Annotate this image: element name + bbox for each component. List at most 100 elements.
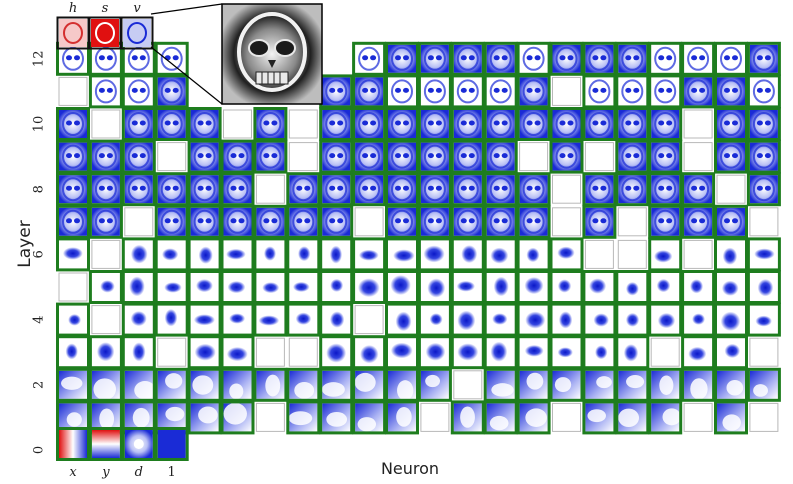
neuron-tile [648,302,683,337]
neuron-tile [582,335,617,370]
neuron-tile [749,337,779,367]
neuron-tile [220,367,255,402]
neuron-tile [187,139,222,174]
neuron-tile [582,400,617,435]
layer-tick-label: 12 [32,51,47,68]
neuron-tile [450,41,485,76]
neuron-tile [483,139,518,174]
neuron-tile [56,172,90,207]
neuron-tile [288,142,318,172]
neuron-tile [483,270,518,304]
neuron-tile [319,139,354,174]
neuron-tile [187,335,222,370]
neuron-tile [319,335,354,370]
neuron-tile [582,204,617,239]
neuron-tile [483,237,518,272]
neuron-tile [582,302,617,337]
neuron-tile [450,107,485,141]
output-zoom-inset [150,3,323,105]
neuron-tile [121,270,156,304]
input-label-s: s [102,1,109,16]
neuron-tile [385,400,419,435]
neuron-tile [286,237,321,272]
neuron-tile [253,237,288,272]
neuron-tile [319,74,354,109]
neuron-tile [483,204,518,239]
neuron-tile [56,204,90,239]
neuron-tile [88,367,123,402]
neuron-tile [648,400,683,435]
neuron-tile [746,139,781,174]
neuron-tile [253,302,288,337]
neuron-tile [516,204,551,239]
neuron-tile [681,74,716,109]
neuron-tile [286,270,321,304]
neuron-tile [615,172,650,207]
neuron-tile [56,237,90,272]
neuron-tile [417,270,452,304]
neuron-tile [615,400,650,435]
neuron-tile [648,107,683,141]
neuron-tile [91,239,121,269]
neuron-tile [187,204,222,239]
neuron-tile [746,41,781,76]
neuron-tile [286,302,321,337]
neuron-tile [157,337,187,367]
neuron-tile [253,270,288,304]
neuron-tile [220,172,255,207]
neuron-tile [483,400,518,435]
neuron-tile [746,270,781,304]
neuron-tile [255,402,285,432]
neuron-tile [450,172,485,207]
neuron-tile [483,302,518,337]
neuron-tile [617,207,647,237]
neuron-tile [450,302,485,337]
input-neuron-d [121,427,156,461]
neuron-tile [223,109,252,139]
neuron-tile [319,367,354,402]
neuron-tile [220,237,255,272]
neuron-tile [385,139,419,174]
neuron-tile [352,74,387,109]
neuron-tile [354,305,384,335]
neuron-tile [681,172,716,207]
neuron-tile [288,109,318,139]
neuron-tile [417,172,452,207]
neuron-tile [417,237,452,272]
input-label-d: d [135,465,143,480]
neuron-tile [453,370,483,400]
neuron-tile [417,107,452,141]
neuron-tile [220,139,255,174]
neuron-tile [187,237,222,272]
neuron-tile [220,270,255,304]
neuron-tile [352,400,387,435]
input-neuron-y [88,427,123,461]
neuron-tile [714,270,748,304]
neuron-tile [683,402,713,432]
neuron-tile [749,207,779,237]
neuron-tile [385,367,419,402]
neuron-tile [582,270,617,304]
neuron-tile [385,335,419,370]
input-neuron-h [56,16,90,50]
neuron-tile [450,74,485,109]
neuron-tile [187,302,222,337]
neuron-tile [714,302,748,337]
neuron-tile [319,302,354,337]
neuron-tile [648,41,683,76]
neuron-tile [648,172,683,207]
neuron-tile [714,335,748,370]
neuron-tile [549,302,584,337]
x-axis-label: Neuron [381,459,439,478]
neuron-tile [417,335,452,370]
neuron-tile [385,204,419,239]
neuron-tile [746,172,781,207]
neuron-tile [121,400,156,435]
neuron-tile [154,74,189,109]
layer-tick-label: 8 [32,185,47,193]
neuron-tile [483,41,518,76]
neuron-tile [617,239,647,269]
neuron-tile [716,174,746,204]
layer-tick-label: 0 [32,446,47,454]
